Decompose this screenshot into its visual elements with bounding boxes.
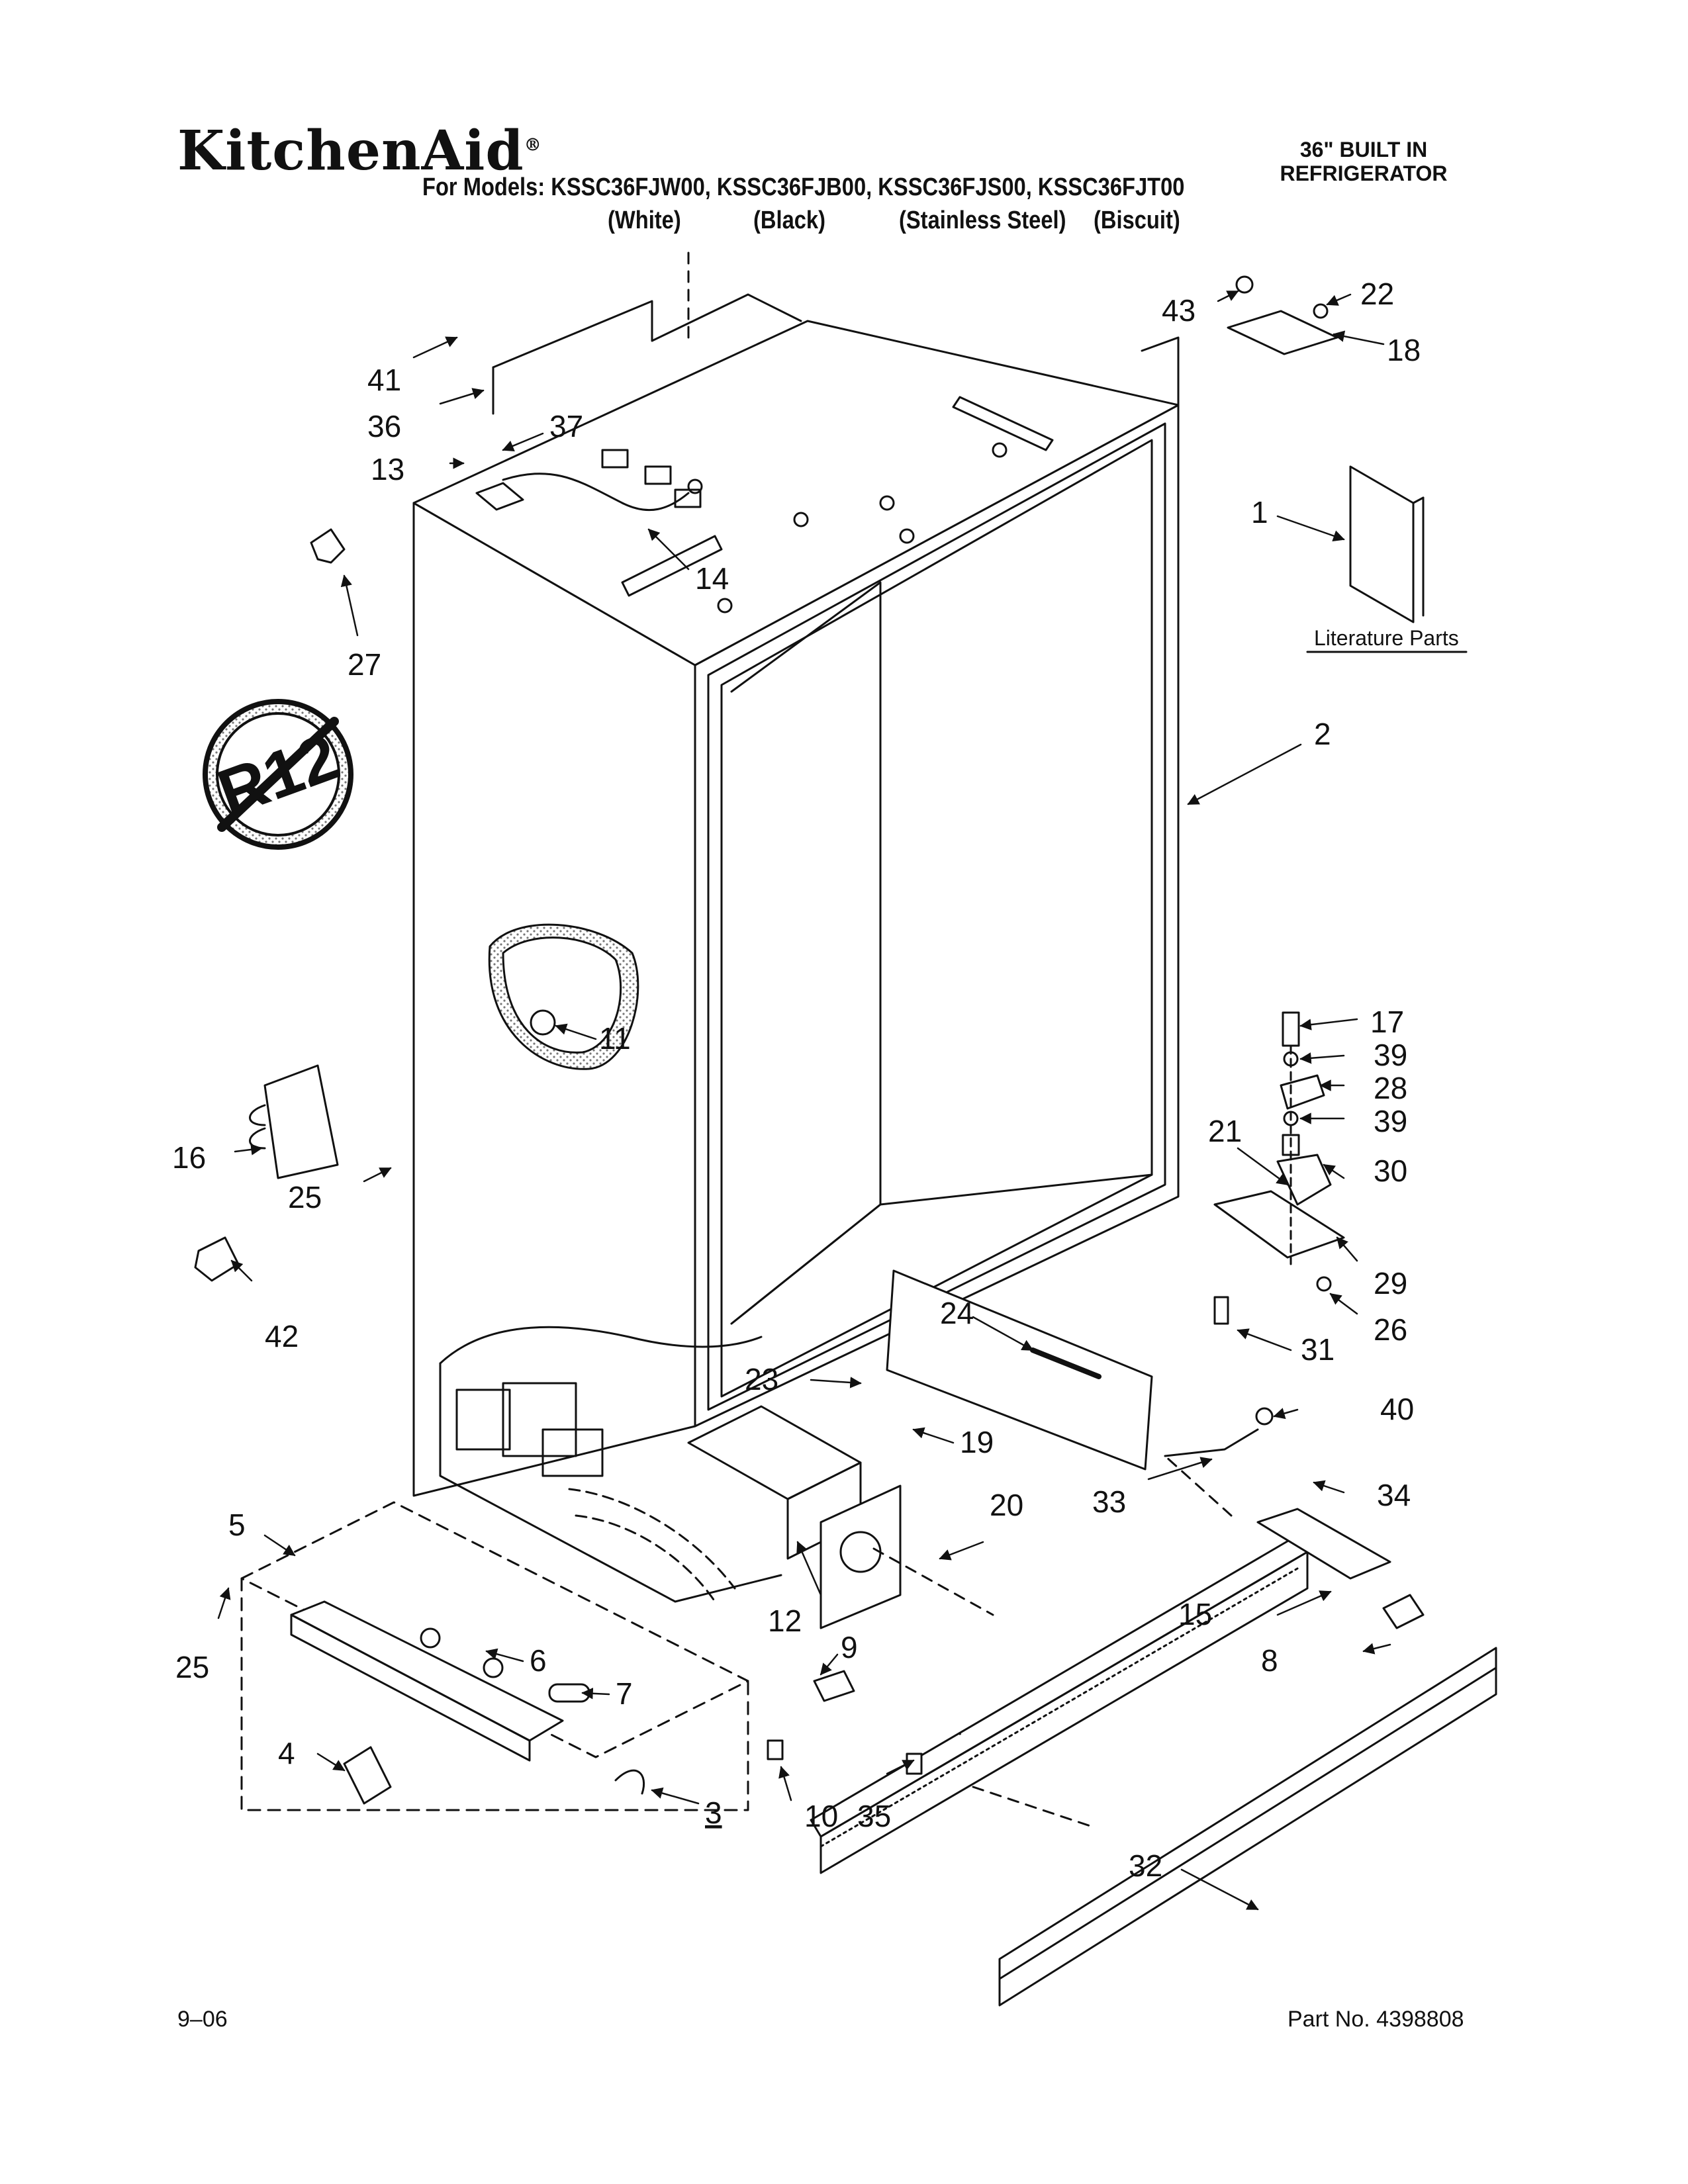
callout-34: 34 [1377, 1478, 1411, 1512]
callout-33: 33 [1092, 1484, 1126, 1519]
callout-8: 8 [1261, 1643, 1278, 1678]
callout-numbers: 1 2 3 4 5 6 7 8 9 10 11 12 13 14 15 16 1… [172, 277, 1421, 1883]
callout-39-lower: 39 [1374, 1104, 1407, 1138]
part-number: Part No. 4398808 [1288, 2007, 1464, 2032]
color-black: (Black) [753, 206, 825, 234]
callout-17: 17 [1370, 1005, 1404, 1039]
color-stainless: (Stainless Steel) [899, 206, 1066, 234]
callout-30: 30 [1374, 1154, 1407, 1188]
callout-42: 42 [265, 1319, 299, 1353]
literature-booklet [1306, 465, 1468, 653]
callout-13: 13 [371, 452, 404, 486]
callout-10: 10 [804, 1799, 838, 1833]
top-hinge-parts [1227, 275, 1338, 355]
callout-29: 29 [1374, 1266, 1407, 1300]
callout-1: 1 [1251, 495, 1268, 529]
literature-label: Literature Parts [1314, 626, 1459, 650]
color-biscuit: (Biscuit) [1094, 206, 1180, 234]
clip-27 [310, 528, 346, 564]
registered-mark: ® [524, 135, 542, 156]
models-line: For Models: KSSC36FJW00, KSSC36FJB00, KS… [422, 173, 1185, 201]
callout-25-upper: 25 [288, 1180, 322, 1214]
callout-20: 20 [990, 1488, 1023, 1522]
callout-6: 6 [530, 1643, 547, 1678]
assembly-lines [687, 244, 1233, 1828]
category-line-2: REFRIGERATOR [1280, 161, 1448, 185]
callout-37: 37 [549, 409, 583, 443]
callout-41: 41 [367, 363, 401, 397]
callout-43: 43 [1162, 293, 1196, 328]
callout-24: 24 [940, 1296, 974, 1330]
category-title: 36" BUILT IN REFRIGERATOR [1258, 138, 1470, 185]
callout-7: 7 [616, 1676, 633, 1711]
callout-18: 18 [1387, 333, 1421, 367]
callout-4: 4 [278, 1736, 295, 1770]
callout-39-upper: 39 [1374, 1038, 1407, 1072]
brand-logo: KitchenAid® [177, 119, 542, 183]
brand-name: KitchenAid [177, 119, 524, 183]
callout-2: 2 [1314, 717, 1331, 751]
callout-40: 40 [1380, 1392, 1414, 1426]
callout-21: 21 [1208, 1114, 1242, 1148]
callout-12: 12 [768, 1604, 802, 1638]
callout-22: 22 [1360, 277, 1394, 311]
callout-26: 26 [1374, 1312, 1407, 1347]
callout-35: 35 [857, 1799, 891, 1833]
left-small-parts [194, 1064, 339, 1282]
callout-25-lower: 25 [175, 1650, 209, 1684]
callout-28: 28 [1374, 1071, 1407, 1105]
callout-5: 5 [228, 1508, 246, 1542]
callout-11: 11 [599, 1021, 631, 1056]
leader-arrows [217, 290, 1391, 1911]
color-white: (White) [608, 206, 681, 234]
callout-14: 14 [695, 561, 729, 596]
callout-3: 3 [705, 1796, 722, 1830]
cutaway-panel-11 [488, 923, 639, 1070]
machine-compartment [439, 1326, 782, 1603]
no-r12-badge: R12 [203, 699, 353, 850]
callout-15: 15 [1178, 1597, 1212, 1631]
callout-36: 36 [367, 409, 401, 443]
callout-27: 27 [348, 647, 381, 682]
revision-date: 9–06 [177, 2007, 228, 2032]
callout-9: 9 [841, 1630, 858, 1664]
cabinet-body [412, 293, 1180, 1497]
roller-frame [240, 1501, 923, 1811]
grille-assembly [810, 1269, 1497, 2007]
callout-31: 31 [1301, 1332, 1335, 1367]
callout-19: 19 [960, 1425, 994, 1459]
callout-32: 32 [1129, 1848, 1162, 1883]
duct-12 [687, 1405, 902, 1629]
category-line-1: 36" BUILT IN [1299, 138, 1428, 161]
callout-16: 16 [172, 1140, 206, 1175]
door-hinge-stack [1213, 1011, 1345, 1325]
callout-23: 23 [745, 1362, 778, 1396]
